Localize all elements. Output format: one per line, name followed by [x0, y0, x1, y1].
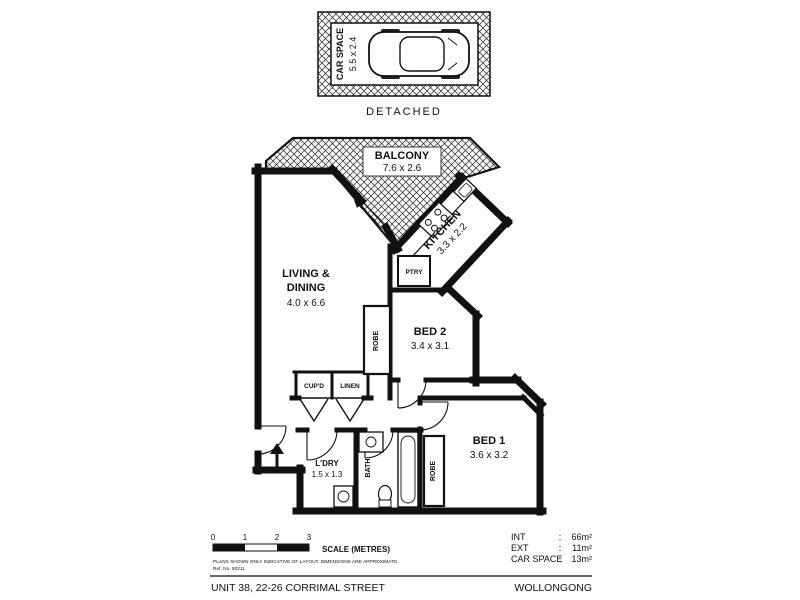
linen-label: LINEN — [340, 383, 360, 390]
laundry-name: L'DRY — [315, 459, 339, 468]
robe-bed2: ROBE — [362, 304, 392, 376]
bed2-door-swing — [397, 379, 427, 409]
area-ext-colon: : — [559, 543, 562, 553]
balcony-label-box — [362, 146, 442, 177]
area-ext-value: 11m² — [572, 543, 592, 553]
vanity-icon — [358, 431, 384, 453]
sink-icon — [452, 177, 478, 203]
bifold-doors — [299, 398, 365, 423]
car-space-label: CAR SPACE — [335, 28, 345, 80]
area-ext-label: EXT — [511, 543, 529, 553]
exterior-walls — [251, 163, 547, 516]
entry-arrow-icon — [270, 443, 284, 472]
cupboard-label: CUP'D — [304, 383, 324, 390]
robe-bed1-label: ROBE — [430, 461, 437, 482]
footer-locality: WOLLONGONG — [514, 582, 592, 594]
pantry: PTRY — [397, 255, 431, 287]
living-name-line1: LIVING & — [282, 268, 330, 280]
laundry-door-swing — [306, 429, 338, 461]
area-car-label: CAR SPACE — [511, 554, 562, 564]
scale-tick-0: 0 — [211, 533, 216, 542]
bathtub-icon — [397, 431, 419, 508]
bed1-door-swing — [419, 401, 449, 431]
balcony-sliding-door — [361, 200, 387, 228]
robe-bed1: ROBE — [422, 434, 446, 508]
bed2-dims: 3.4 x 3.1 — [411, 341, 450, 352]
area-int-label: INT — [511, 532, 526, 542]
living-dims: 4.0 x 6.6 — [287, 298, 326, 309]
room-labels: KITCHEN 3.3 x 2.2 LIVING & DINING 4.0 x … — [282, 208, 508, 479]
laundry-dims: 1.5 x 1.3 — [312, 470, 343, 479]
detached-caption: DETACHED — [366, 106, 442, 118]
area-int-colon: : — [559, 532, 562, 542]
car-space-dims: 5.5 x 2.4 — [348, 37, 358, 72]
scale-tick-1: 1 — [243, 533, 248, 542]
area-summary: INT : 66m² EXT : 11m² CAR SPACE : 13m² — [511, 532, 592, 564]
scale-label: SCALE (METRES) — [322, 545, 390, 554]
bath-name: BATH — [365, 459, 372, 478]
cooktop-icon — [417, 201, 455, 239]
kitchen-fittings — [408, 177, 478, 261]
footer: UNIT 38, 22-26 CORRIMAL STREET WOLLONGON… — [210, 575, 592, 594]
area-int-value: 66m² — [571, 532, 592, 542]
bed1-dims: 3.6 x 3.2 — [470, 450, 509, 461]
area-car-value: 13m² — [571, 554, 592, 564]
door-swings — [257, 379, 449, 461]
bed1-name: BED 1 — [473, 435, 505, 447]
scale-disclaimer-2: Ref. No. 90211 — [213, 566, 245, 572]
footer-address: UNIT 38, 22-26 CORRIMAL STREET — [211, 582, 385, 594]
balcony-name: BALCONY — [375, 150, 430, 162]
balcony-entry-arrow-icon — [354, 200, 377, 223]
laundry-tub-icon — [333, 485, 354, 508]
car-icon — [368, 29, 470, 79]
balcony-dims: 7.6 x 2.6 — [383, 163, 422, 174]
scale-bar: 0 1 2 3 SCALE (METRES) PLANS SHOWN ONLY … — [211, 533, 399, 572]
bath-fittings — [358, 431, 419, 508]
robe-bed2-label: ROBE — [373, 331, 380, 352]
car-space-block: CAR SPACE 5.5 x 2.4 DETACHED — [317, 11, 491, 118]
entry-door-swing — [257, 425, 287, 455]
scale-tick-2: 2 — [275, 533, 280, 542]
area-car-colon: : — [559, 554, 562, 564]
scale-disclaimer-1: PLANS SHOWN ONLY INDICATIVE OF LAYOUT. D… — [213, 559, 399, 565]
balcony-area: BALCONY 7.6 x 2.6 — [264, 136, 502, 250]
bed2-name: BED 2 — [414, 326, 446, 338]
living-name-line2: DINING — [287, 282, 326, 294]
scale-tick-3: 3 — [307, 533, 312, 542]
pantry-label: PTRY — [405, 269, 423, 276]
